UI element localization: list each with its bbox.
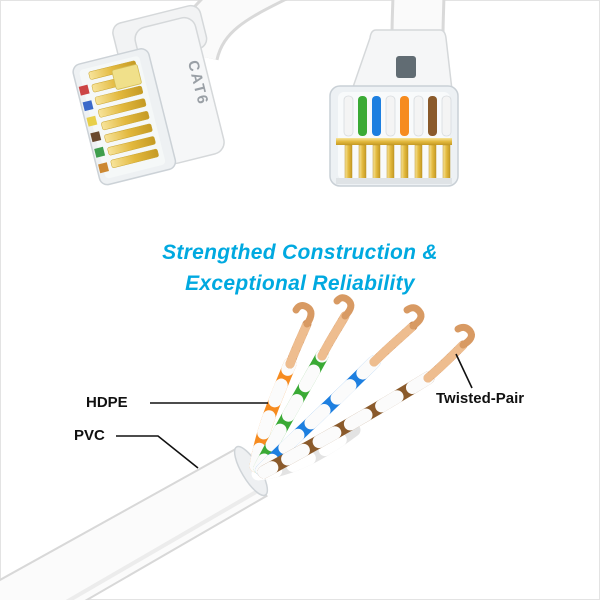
twisted-pairs: [249, 294, 475, 481]
flat-cable-jacket: [0, 445, 269, 600]
gold-contacts-left: [88, 60, 159, 168]
contact-pad: [111, 64, 142, 90]
label-hdpe: HDPE: [86, 394, 128, 411]
twisted-pair-orange: [249, 357, 297, 473]
latch-window: [396, 56, 416, 78]
label-twisted-pair: Twisted-Pair: [436, 390, 525, 407]
cable-left: [171, 0, 288, 62]
twisted-pair-brown: [257, 371, 435, 479]
leader-line-pvc: [116, 435, 199, 469]
twisted-pair-blue: [255, 355, 381, 477]
headline: Strengthed Construction & Exceptional Re…: [0, 237, 600, 299]
twisted-pair-green: [253, 349, 329, 475]
leader-line-twisted-pair: [455, 353, 473, 389]
leader-lines: [116, 353, 473, 469]
copper-wire-ends: [285, 294, 475, 383]
wire-chips-left: [78, 84, 109, 174]
rj45-connector-left: CAT6: [72, 4, 225, 186]
label-pvc: PVC: [74, 427, 105, 444]
headline-line-1: Strengthed Construction &: [162, 241, 438, 264]
rj45-connector-right: [329, 29, 459, 187]
wire-row-right: [343, 95, 452, 137]
headline-line-2: Exceptional Reliability: [185, 272, 415, 295]
